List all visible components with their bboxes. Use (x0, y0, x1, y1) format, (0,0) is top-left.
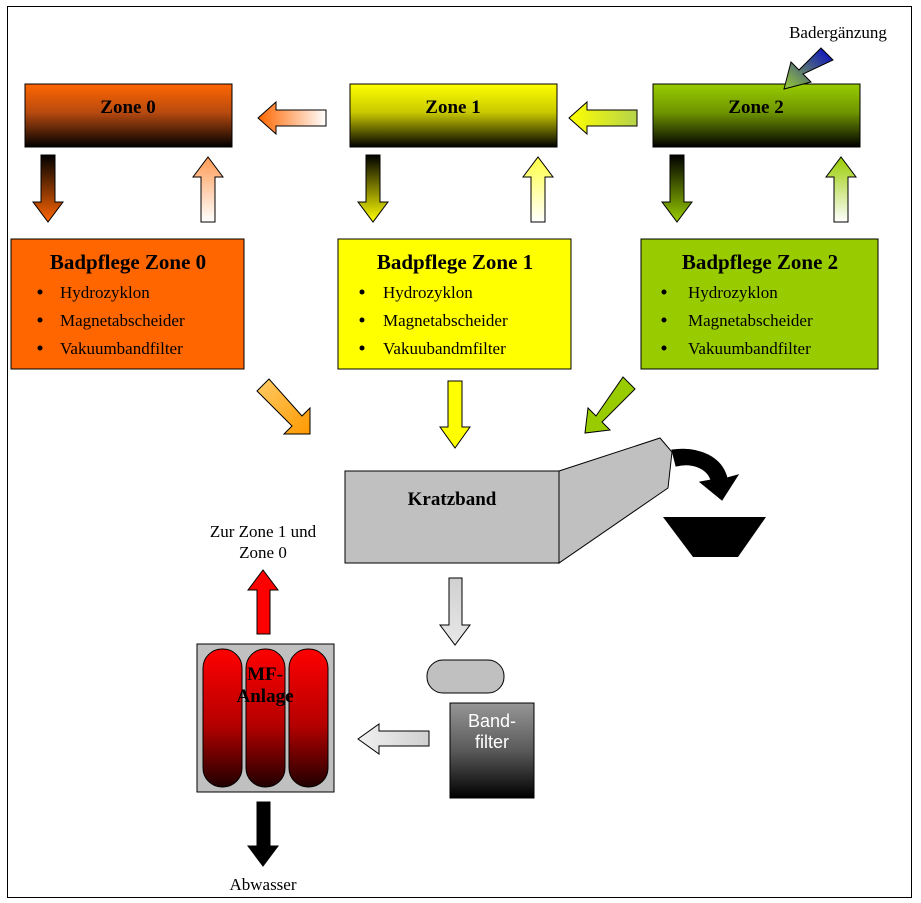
bandfilter-label-line1: Band- (468, 711, 516, 731)
badergaenzung-label: Badergänzung (789, 23, 887, 42)
zone-0-label: Zone 0 (100, 97, 155, 118)
kratzband-label: Kratzband (408, 489, 497, 510)
mf-label-line2: Anlage (237, 686, 294, 707)
badpflege-0-item: Magnetabscheider (60, 311, 185, 330)
zone-2-label: Zone 2 (728, 97, 783, 118)
zur-zone-label-line2: Zone 0 (239, 543, 287, 562)
badpflege-0-item: Vakuumbandfilter (60, 339, 183, 358)
zone-1-box: Zone 1 (349, 83, 558, 148)
badpflege-2-item: Hydrozyklon (688, 283, 778, 302)
abwasser-label: Abwasser (229, 875, 296, 894)
arrow-zone1-down (357, 154, 389, 223)
arrow-badpflege1-to-kratzband (439, 380, 471, 449)
badpflege-1-item: Hydrozyklon (383, 283, 473, 302)
arrow-mf-to-zones (247, 569, 279, 635)
badpflege-2-title: Badpflege Zone 2 (682, 250, 838, 274)
mf-anlage-unit: MF- Anlage (196, 643, 335, 793)
mf-label-line1: MF- (247, 664, 283, 685)
arrow-badpflege2-to-kratzband (584, 376, 636, 434)
arrow-zone2-up (825, 156, 857, 223)
arrow-kratzband-down (439, 577, 471, 646)
badpflege-1-item: Magnetabscheider (383, 311, 508, 330)
badpflege-1-item: Vakuubandmfilter (383, 339, 506, 358)
arrow-zone0-down (32, 154, 64, 223)
badpflege-1-title: Badpflege Zone 1 (377, 250, 533, 274)
arrow-mf-to-abwasser (247, 801, 279, 867)
zone-2-box: Zone 2 (652, 83, 861, 148)
arrow-zone1-up (522, 156, 554, 223)
zur-zone-label-line1: Zur Zone 1 und (210, 522, 317, 541)
bandfilter-unit: Band- filter (449, 702, 535, 799)
arrow-zone0-up (192, 156, 224, 223)
badpflege-zone-0-box: Badpflege Zone 0 Hydrozyklon Magnetabsch… (10, 238, 245, 370)
bandfilter-label-line2: filter (475, 732, 509, 752)
discharge-hopper (663, 517, 766, 557)
badpflege-0-title: Badpflege Zone 0 (50, 250, 206, 274)
badpflege-2-item: Magnetabscheider (688, 311, 813, 330)
badpflege-0-item: Hydrozyklon (60, 283, 150, 302)
bandfilter-roller (426, 659, 505, 694)
diagram-frame (7, 6, 912, 898)
badpflege-zone-2-box: Badpflege Zone 2 Hydrozyklon Magnetabsch… (640, 238, 879, 370)
arrow-zone1-to-zone0 (257, 100, 327, 136)
badpflege-2-item: Vakuumbandfilter (688, 339, 811, 358)
badpflege-zone-1-box: Badpflege Zone 1 Hydrozyklon Magnetabsch… (337, 238, 572, 370)
discharge-arrow (671, 448, 740, 501)
kratzband-unit: Kratzband (344, 437, 673, 564)
badergaenzung-arrow (783, 47, 834, 90)
zone-1-label: Zone 1 (425, 97, 480, 118)
arrow-bandfilter-to-mf (357, 723, 430, 755)
arrow-zone2-down (661, 154, 693, 223)
arrow-badpflege0-to-kratzband (256, 378, 311, 435)
zone-0-box: Zone 0 (24, 83, 233, 148)
arrow-zone2-to-zone1 (568, 100, 638, 136)
